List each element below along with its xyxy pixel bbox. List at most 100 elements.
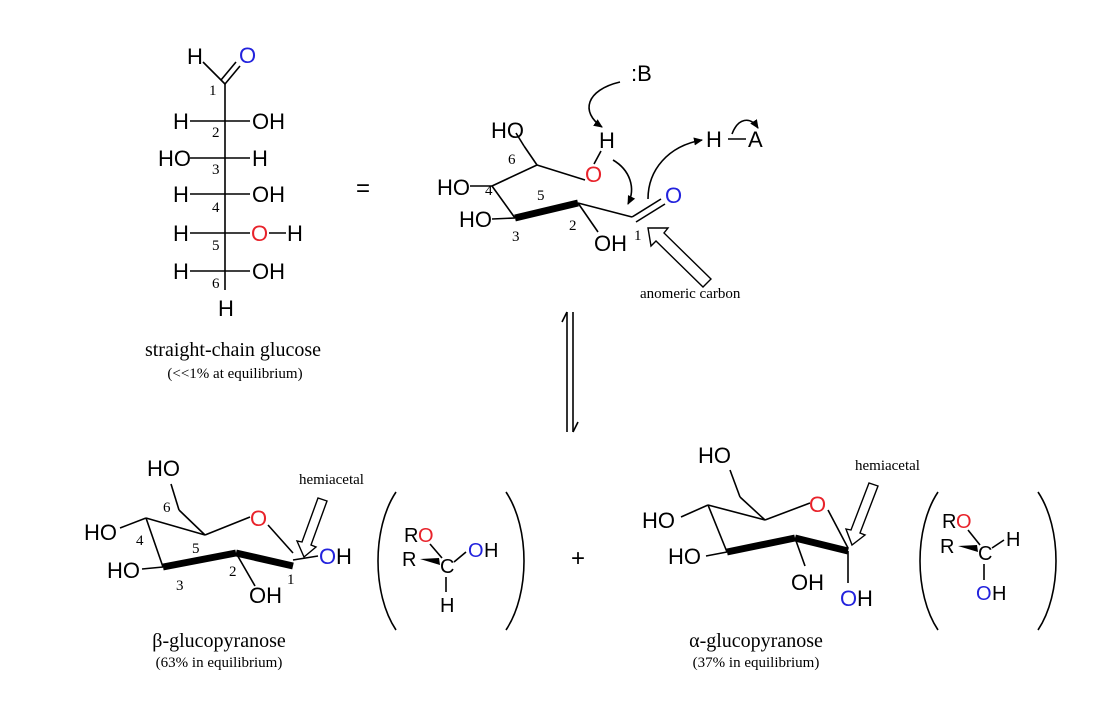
beta-caption: β-glucopyranose bbox=[152, 630, 286, 652]
bond-o-c1 bbox=[827, 509, 849, 549]
mech-ho3: HO bbox=[459, 207, 492, 232]
bond-c2-oh bbox=[577, 202, 599, 233]
beta-glucopyranose: HO HO HO OH O O H 6 4 5 2 3 1 hemiacetal… bbox=[84, 456, 525, 671]
arrow-oxygen-to-carbon bbox=[612, 159, 636, 205]
bond-c5-o bbox=[764, 502, 811, 521]
hollow-arrow-anomeric bbox=[647, 227, 712, 288]
c6-oh: OH bbox=[252, 259, 285, 284]
c4-h: H bbox=[173, 182, 189, 207]
bond-c4-c5 bbox=[145, 517, 206, 536]
carbon-number: 1 bbox=[209, 83, 217, 99]
alpha-proj-oh-h: H bbox=[992, 583, 1006, 605]
carbon-number: 5 bbox=[192, 541, 200, 557]
c5-o: O bbox=[251, 221, 268, 246]
carbon-number: 5 bbox=[537, 188, 545, 204]
left-parenthesis bbox=[377, 491, 397, 631]
carbon-number: 2 bbox=[229, 564, 237, 580]
bond-c3-ho bbox=[705, 551, 728, 557]
mech-carbonyl-o: O bbox=[665, 183, 682, 208]
alpha-ring-o: O bbox=[809, 492, 826, 517]
mech-oh2: OH bbox=[594, 231, 627, 256]
alpha-proj-bond-h bbox=[991, 539, 1005, 549]
beta-ho3: HO bbox=[107, 558, 140, 583]
carbon-number: 4 bbox=[212, 200, 220, 216]
bond-c1-o bbox=[631, 198, 662, 218]
carbon-number: 3 bbox=[212, 162, 220, 178]
equilibrium-up-hook bbox=[561, 311, 568, 323]
beta-oh1-o: O bbox=[319, 544, 336, 569]
bond-c3-ho bbox=[141, 566, 164, 570]
bold-bond-c3-c2 bbox=[514, 199, 579, 222]
aldehyde-h: H bbox=[187, 44, 203, 69]
bond-c4-c3 bbox=[145, 517, 164, 568]
c3-h: H bbox=[252, 146, 268, 171]
hollow-arrow-hemiacetal bbox=[295, 497, 328, 559]
bond-c6-o bbox=[515, 132, 525, 147]
c5-oh-h: H bbox=[287, 221, 303, 246]
alpha-proj-o: O bbox=[956, 511, 972, 533]
carbon-number: 3 bbox=[176, 578, 184, 594]
carbon-number: 6 bbox=[163, 500, 171, 516]
straight-chain-subcaption: (<<1% at equilibrium) bbox=[167, 366, 302, 382]
alpha-proj-c: C bbox=[978, 543, 992, 565]
alpha-ho4: HO bbox=[642, 508, 675, 533]
beta-proj-r1: R bbox=[404, 525, 418, 547]
alpha-subcaption: (37% in equilibrium) bbox=[693, 655, 820, 671]
c5-h: H bbox=[173, 221, 189, 246]
beta-proj-r2: R bbox=[402, 549, 416, 571]
beta-subcaption: (63% in equilibrium) bbox=[156, 655, 283, 671]
mech-base: :B bbox=[631, 61, 652, 86]
equilibrium-arrows bbox=[561, 311, 579, 433]
bond-c4-c5 bbox=[491, 164, 538, 187]
bond-c4-c5 bbox=[707, 504, 766, 521]
beta-proj-h: H bbox=[440, 595, 454, 617]
c2-h: H bbox=[173, 109, 189, 134]
bond-o-h bbox=[593, 150, 602, 165]
carbon-number: 6 bbox=[212, 276, 220, 292]
alpha-ho6: HO bbox=[698, 443, 731, 468]
alpha-ho3: HO bbox=[668, 544, 701, 569]
aldehyde-o: O bbox=[239, 43, 256, 68]
bond-c6-o bbox=[729, 469, 741, 498]
plus-sign: + bbox=[571, 545, 585, 572]
carbon-number: 6 bbox=[508, 152, 516, 168]
beta-ho4: HO bbox=[84, 520, 117, 545]
carbon-number: 3 bbox=[512, 229, 520, 245]
alpha-hemiacetal-label: hemiacetal bbox=[855, 458, 920, 474]
bold-bond-c3-c2 bbox=[162, 549, 237, 571]
c2-oh: OH bbox=[252, 109, 285, 134]
alpha-proj-h: H bbox=[1006, 529, 1020, 551]
bond-c5-c6 bbox=[739, 496, 766, 521]
bond-c1-o-double bbox=[635, 203, 666, 223]
carbon-number: 2 bbox=[212, 125, 220, 141]
arrow-base-to-proton bbox=[588, 81, 621, 128]
bond-c1-oh bbox=[292, 555, 319, 561]
mech-ho4: HO bbox=[437, 175, 470, 200]
mech-proton: H bbox=[599, 128, 615, 153]
carbon-number: 4 bbox=[485, 183, 493, 199]
bond-c3-ho bbox=[491, 217, 516, 220]
bond-o-c1 bbox=[267, 524, 294, 554]
bond-c1-o-double bbox=[220, 61, 237, 81]
bond-c4-c3 bbox=[491, 185, 516, 219]
beta-oh1-h: H bbox=[336, 544, 352, 569]
straight-chain-glucose: H O 1 H OH 2 HO H 3 H OH 4 H O H 5 H OH … bbox=[145, 43, 321, 382]
cyclization-mechanism: HO HO HO OH O O H :B H A 6 4 5 3 2 1 ano… bbox=[437, 61, 763, 302]
beta-proj-oh-o: O bbox=[468, 540, 484, 562]
bold-bond-c2-c1 bbox=[794, 534, 849, 555]
bond-c2-oh bbox=[794, 537, 806, 567]
equals-sign: = bbox=[356, 175, 370, 202]
arrow-h-a-bond bbox=[731, 119, 759, 135]
terminal-h: H bbox=[218, 296, 234, 321]
carbon-number: 2 bbox=[569, 218, 577, 234]
left-parenthesis bbox=[919, 491, 939, 631]
beta-ring-o: O bbox=[250, 506, 267, 531]
bond-c2-oh bbox=[235, 552, 256, 587]
alpha-proj-oh-o: O bbox=[976, 583, 992, 605]
bond-c5-o bbox=[204, 516, 251, 536]
bond-c4-c3 bbox=[707, 504, 728, 553]
carbon-number: 1 bbox=[634, 228, 642, 244]
anomeric-carbon-label: anomeric carbon bbox=[640, 286, 741, 302]
beta-oh2: OH bbox=[249, 583, 282, 608]
